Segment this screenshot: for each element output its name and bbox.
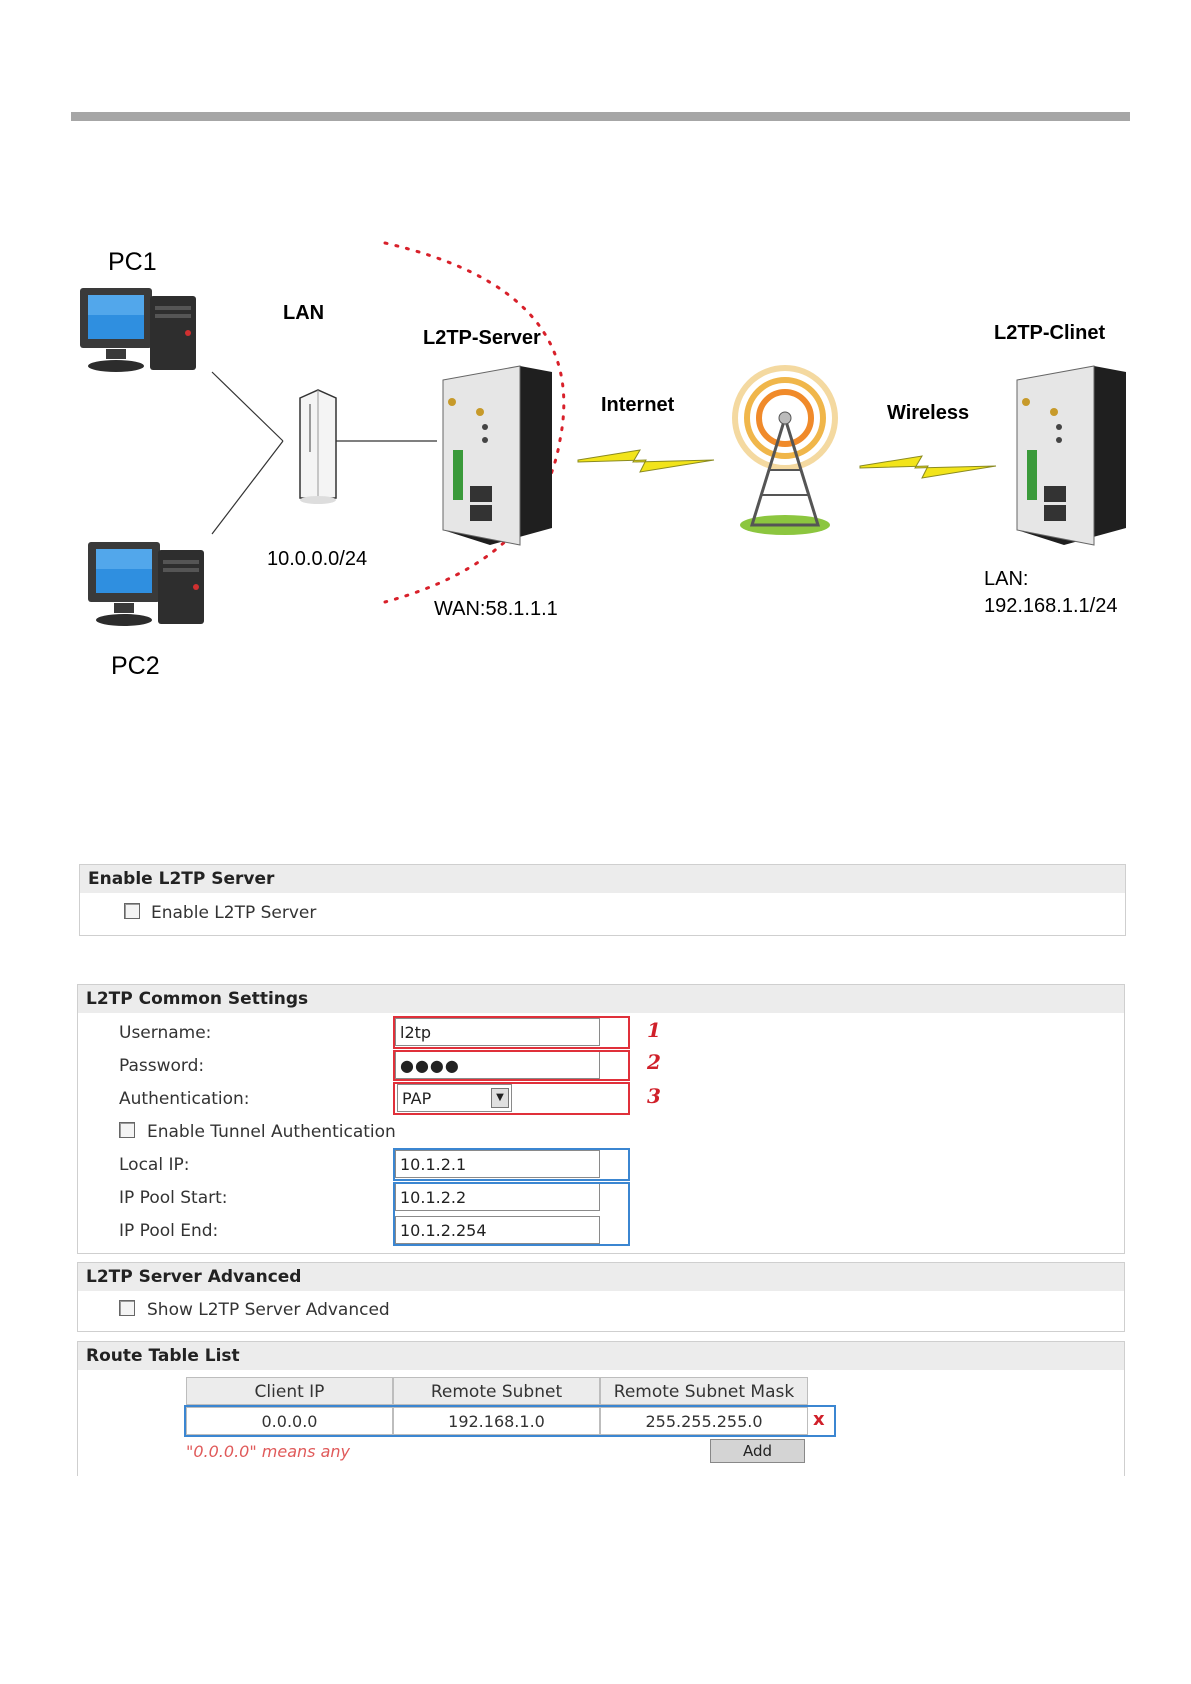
tunnel-auth-checkbox[interactable] [119, 1122, 135, 1138]
common-settings-panel: L2TP Common Settings Username: Password:… [77, 984, 1125, 1254]
authentication-select[interactable]: PAP ▼ [397, 1084, 512, 1112]
route-note: "0.0.0.0" means any [186, 1442, 350, 1461]
password-label: Password: [119, 1056, 205, 1076]
username-label: Username: [119, 1023, 212, 1043]
col-client-ip: Client IP [186, 1377, 393, 1405]
server-label: L2TP-Server [423, 327, 541, 349]
authentication-highlight [393, 1082, 630, 1115]
delete-icon[interactable]: x [813, 1409, 825, 1430]
marker-2: 2 [647, 1050, 661, 1074]
internet-lightning-icon [577, 449, 715, 473]
authentication-select-value: PAP [402, 1089, 432, 1108]
pc1-label: PC1 [108, 248, 157, 276]
l2tp-server-router-icon [442, 365, 552, 546]
col-remote-subnet: Remote Subnet [393, 1377, 600, 1405]
chevron-down-icon[interactable]: ▼ [491, 1088, 509, 1108]
marker-3: 3 [647, 1084, 661, 1108]
ip-pool-highlight [393, 1182, 630, 1246]
top-rule [71, 112, 1130, 121]
client-label: L2TP-Clinet [994, 322, 1106, 344]
switch-icon [299, 389, 337, 504]
local-ip-input[interactable]: 10.1.2.1 [395, 1150, 600, 1178]
cell-remote-subnet[interactable]: 192.168.1.0 [393, 1407, 600, 1435]
route-table-header: Client IP Remote Subnet Remote Subnet Ma… [186, 1377, 808, 1407]
advanced-checkbox-label: Show L2TP Server Advanced [147, 1300, 390, 1320]
client-lan-label: LAN: [984, 568, 1029, 590]
local-ip-highlight [393, 1148, 630, 1181]
common-settings-title: L2TP Common Settings [78, 985, 1124, 1013]
password-input[interactable]: ●●●● [395, 1051, 600, 1079]
enable-panel-title: Enable L2TP Server [80, 865, 1125, 893]
network-diagram [80, 241, 1126, 626]
col-remote-subnet-mask: Remote Subnet Mask [600, 1377, 808, 1405]
add-button[interactable]: Add [710, 1439, 805, 1463]
enable-l2tp-checkbox[interactable] [124, 903, 140, 919]
wireless-label: Wireless [887, 402, 970, 424]
advanced-title: L2TP Server Advanced [78, 1263, 1124, 1291]
enable-l2tp-checkbox-label: Enable L2TP Server [151, 903, 317, 923]
wan-boundary-arc [383, 241, 566, 604]
username-highlight [393, 1016, 630, 1049]
advanced-checkbox[interactable] [119, 1300, 135, 1316]
username-input[interactable]: l2tp [395, 1018, 600, 1046]
authentication-label: Authentication: [119, 1089, 250, 1109]
pc1-icon [80, 288, 196, 372]
password-highlight [393, 1050, 630, 1081]
route-table-title: Route Table List [78, 1342, 1124, 1370]
wireless-lightning-icon [859, 455, 997, 479]
cell-remote-subnet-mask[interactable]: 255.255.255.0 [600, 1407, 808, 1435]
pool-end-input[interactable]: 10.1.2.254 [395, 1216, 600, 1244]
pool-start-label: IP Pool Start: [119, 1188, 228, 1208]
tunnel-auth-label: Enable Tunnel Authentication [147, 1122, 396, 1142]
table-row: 0.0.0.0 192.168.1.0 255.255.255.0 [186, 1407, 808, 1437]
lan-subnet-label: 10.0.0.0/24 [267, 548, 368, 570]
marker-1: 1 [647, 1018, 661, 1042]
pool-end-label: IP Pool End: [119, 1221, 219, 1241]
advanced-panel: L2TP Server Advanced Show L2TP Server Ad… [77, 1262, 1125, 1332]
lan-label: LAN [283, 302, 325, 324]
internet-label: Internet [601, 394, 675, 416]
cell-client-ip[interactable]: 0.0.0.0 [186, 1407, 393, 1435]
pc2-icon [88, 542, 204, 626]
pc2-label: PC2 [111, 652, 160, 680]
l2tp-client-router-icon [1016, 365, 1126, 546]
route-table-panel: Route Table List Client IP Remote Subnet… [77, 1341, 1125, 1476]
client-lan-subnet: 192.168.1.1/24 [984, 595, 1118, 617]
route-row-highlight [184, 1405, 836, 1437]
enable-l2tp-panel: Enable L2TP Server Enable L2TP Server [79, 864, 1126, 936]
local-ip-label: Local IP: [119, 1155, 190, 1175]
tower-icon [732, 365, 838, 535]
wan-label: WAN:58.1.1.1 [434, 598, 558, 620]
